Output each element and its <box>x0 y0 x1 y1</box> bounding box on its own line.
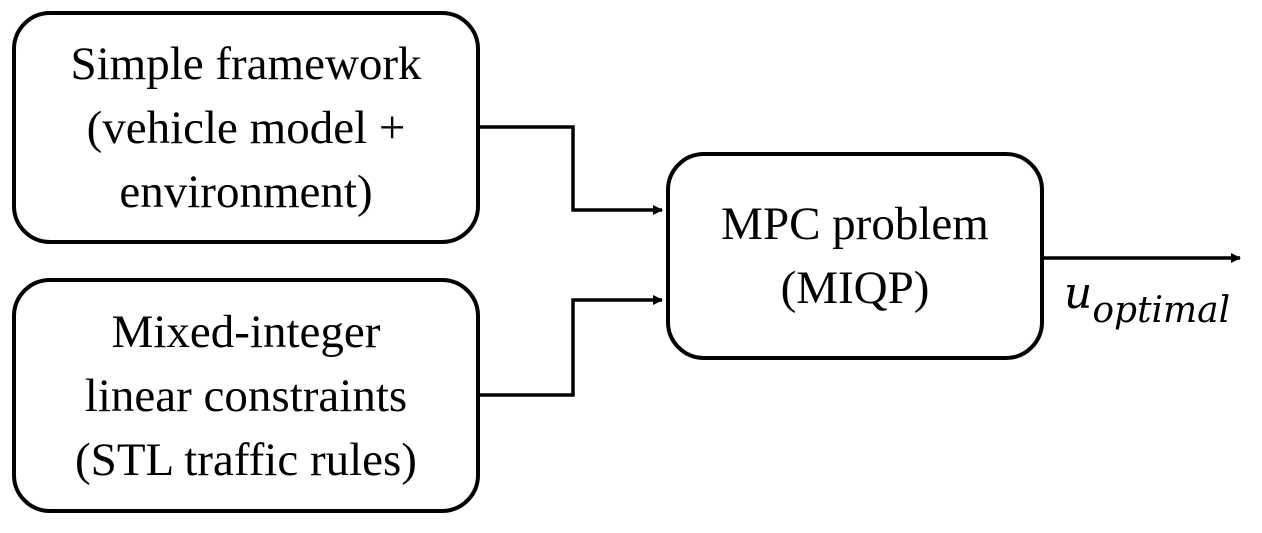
output-symbol: u <box>1064 268 1093 319</box>
simple-framework-box: Simple framework (vehicle model + enviro… <box>12 11 480 244</box>
constraints-text: Mixed-integer linear constraints (STL tr… <box>75 300 417 492</box>
simple-framework-text: Simple framework (vehicle model + enviro… <box>70 32 421 224</box>
simple-framework-line-1: Simple framework <box>70 37 422 90</box>
mpc-problem-line-2: (MIQP) <box>780 262 930 314</box>
output-subscript: optimal <box>1092 290 1231 331</box>
simple-framework-line-3: environment) <box>119 165 373 218</box>
constraints-box: Mixed-integer linear constraints (STL tr… <box>12 278 480 513</box>
mpc-problem-box: MPC problem (MIQP) <box>666 152 1044 360</box>
mpc-problem-text: MPC problem (MIQP) <box>721 192 989 320</box>
output-label: uoptimal <box>1064 268 1230 331</box>
arrow-constraints-to-mpc <box>480 295 663 397</box>
constraints-line-2: linear constraints <box>84 369 408 422</box>
constraints-line-1: Mixed-integer <box>111 305 381 358</box>
arrow-framework-to-mpc <box>480 125 663 215</box>
mpc-problem-line-1: MPC problem <box>721 198 989 250</box>
constraints-line-3: (STL traffic rules) <box>75 433 417 486</box>
simple-framework-line-2: (vehicle model + <box>86 101 406 154</box>
